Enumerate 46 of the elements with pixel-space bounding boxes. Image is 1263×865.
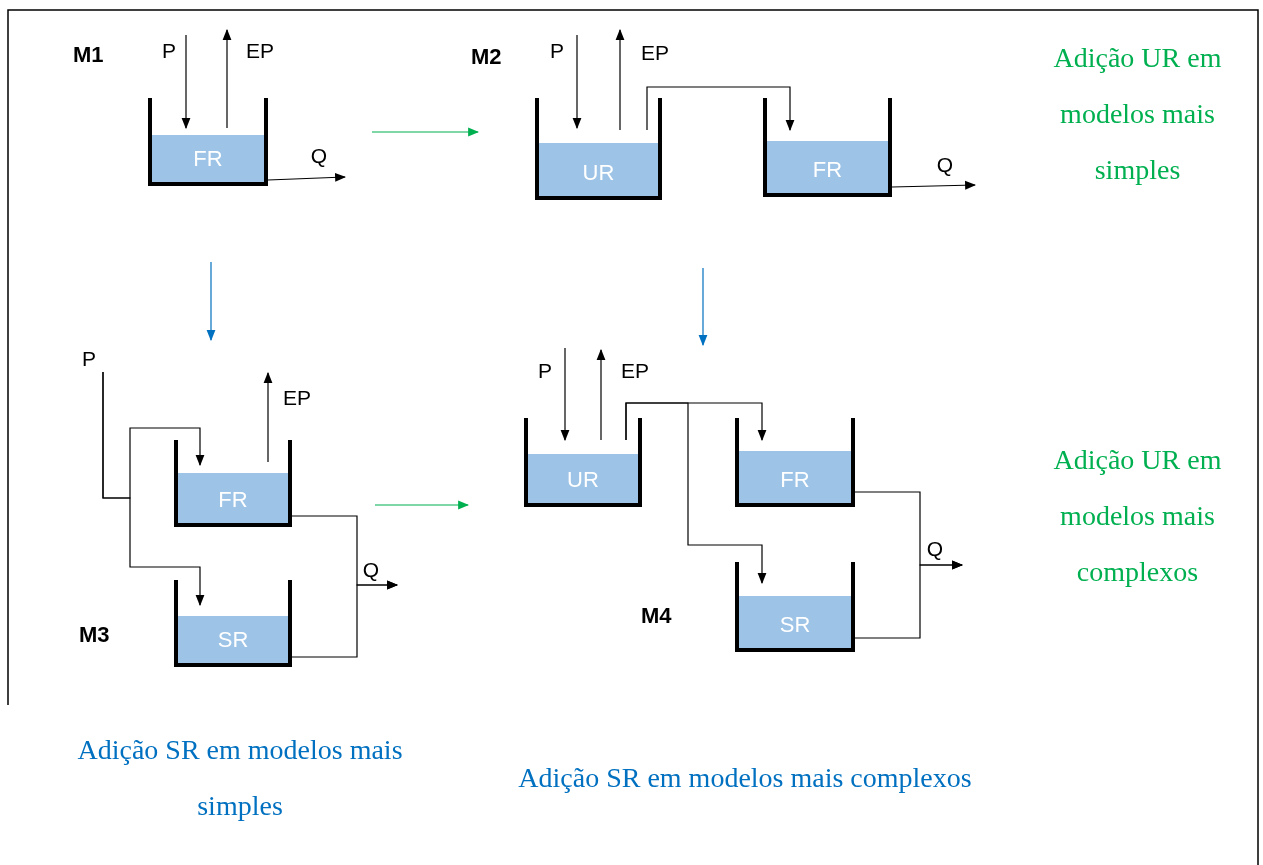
flow-arrow — [206, 261, 216, 342]
model-label: M1 — [73, 42, 104, 68]
caption-text: Adição SR em modelos mais simples — [76, 733, 404, 823]
flow-arrow — [374, 500, 470, 510]
flux-label: Q — [934, 152, 956, 178]
flux-label: P — [546, 38, 568, 64]
flow-arrow — [646, 86, 795, 132]
caption-text: Adição SR em modelos mais complexos — [517, 761, 973, 795]
flux-label: P — [78, 346, 100, 372]
flow-arrow — [615, 28, 625, 131]
flow-arrow — [625, 402, 767, 585]
flow-arrow — [854, 560, 964, 639]
reservoir-tank: SR — [174, 580, 292, 667]
flow-arrow — [698, 267, 708, 347]
flow-arrow — [222, 28, 232, 129]
flux-label: EP — [243, 38, 277, 64]
flow-arrow — [596, 348, 606, 441]
model-label: M3 — [79, 622, 110, 648]
reservoir-tank: UR — [524, 418, 642, 507]
reservoir-tank: FR — [174, 440, 292, 527]
reservoir-tank: FR — [763, 98, 892, 197]
flux-label: P — [158, 38, 180, 64]
reservoir-tank: UR — [535, 98, 662, 200]
flow-arrow — [891, 180, 977, 190]
flow-arrow — [572, 34, 582, 130]
flux-label: EP — [618, 358, 652, 384]
model-label: M4 — [641, 603, 672, 629]
caption-text: Adição UR em modelos mais complexos — [1052, 443, 1223, 589]
model-label: M2 — [471, 44, 502, 70]
reservoir-tank: SR — [735, 562, 855, 652]
flux-label: Q — [308, 143, 330, 169]
reservoir-tank: FR — [148, 98, 268, 186]
flux-label: Q — [360, 557, 382, 583]
flow-arrow — [181, 34, 191, 130]
flow-arrow — [263, 371, 273, 463]
flux-label: Q — [924, 536, 946, 562]
flow-arrow — [267, 173, 347, 182]
caption-text: Adição UR em modelos mais simples — [1052, 41, 1223, 187]
flow-arrow — [560, 347, 570, 442]
flux-label: P — [534, 358, 556, 384]
flux-label: EP — [280, 385, 314, 411]
flow-arrow — [291, 580, 399, 658]
flow-arrow — [102, 371, 205, 607]
flux-label: EP — [638, 40, 672, 66]
flow-arrow — [371, 127, 480, 137]
reservoir-tank: FR — [735, 418, 855, 507]
